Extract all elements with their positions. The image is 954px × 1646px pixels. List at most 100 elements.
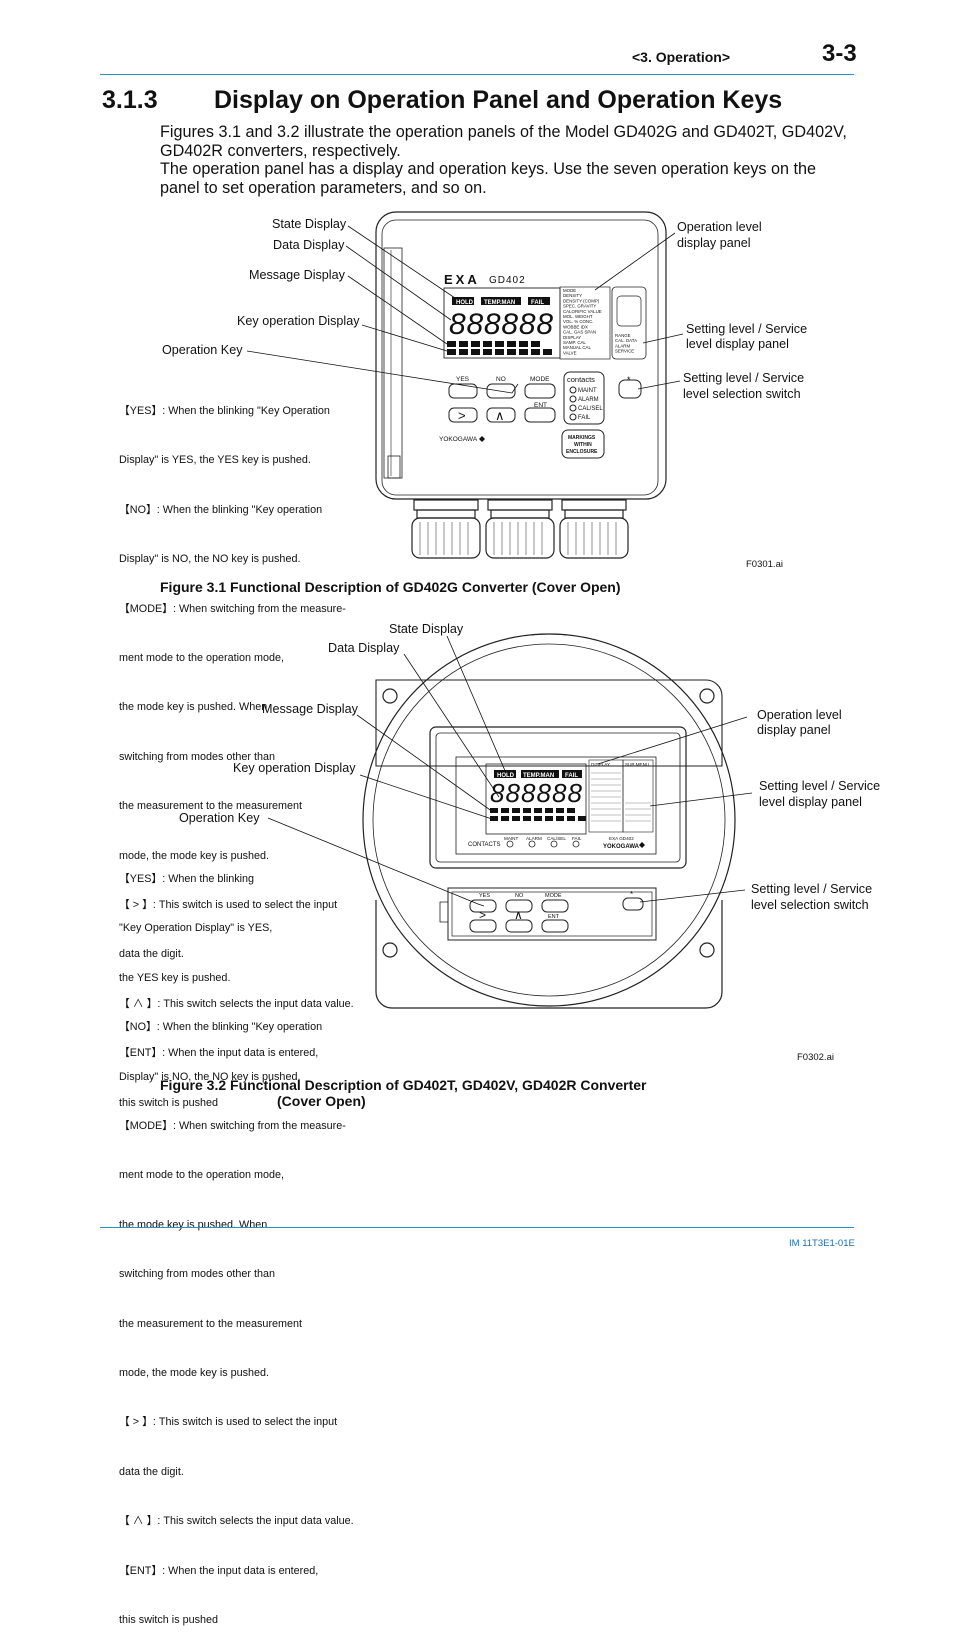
next-digit-key <box>448 407 478 423</box>
operation-menu-item: VALVE <box>563 350 577 355</box>
fig1-label-key-operation-display: Key operation Display <box>237 314 360 328</box>
seven-segment-readout: 888888 <box>449 308 553 341</box>
svg-text:∧: ∧ <box>495 408 505 423</box>
svg-text:TEMP.MAN: TEMP.MAN <box>523 773 554 779</box>
intro-line: panel to set operation parameters, and s… <box>160 179 487 197</box>
no-key <box>486 383 516 399</box>
fig2-label-operation-level: display panel <box>757 723 831 737</box>
fig2-key-descriptions: 【YES】: When the blinking "Key Operation … <box>119 873 354 1627</box>
svg-text:YES: YES <box>456 376 470 383</box>
yokogawa-logo: YOKOGAWA <box>439 436 478 443</box>
section-number: 3.1.3 <box>102 86 158 114</box>
svg-text:SUB MENU: SUB MENU <box>625 762 649 767</box>
fig1-label-setting-panel: level display panel <box>686 337 789 351</box>
fig1-label-setting-switch: level selection switch <box>683 387 801 401</box>
fig1-label-setting-switch: Setting level / Service <box>683 371 805 385</box>
fig2-file-ref: F0302.ai <box>797 1052 834 1063</box>
operation-menu-item: DENSITY <box>563 293 582 298</box>
fig1-label-state-display: State Display <box>272 217 347 231</box>
setting-menu-item: CAL. DATA <box>615 338 637 343</box>
svg-text:CONTACTS: CONTACTS <box>468 842 501 848</box>
fig2-label-data-display: Data Display <box>328 641 400 655</box>
operation-level-panel <box>559 286 611 360</box>
operation-menu-item: CALORIFIC VALUE <box>563 309 602 314</box>
fig1-label-operation-level: Operation level <box>677 220 762 234</box>
converter-housing <box>375 211 667 500</box>
fig1-label-message-display: Message Display <box>249 268 345 282</box>
fig1-key-descriptions: 【YES】: When the blinking "Key Operation … <box>119 405 354 1109</box>
svg-text:FAIL: FAIL <box>565 773 578 779</box>
state-tag-hold: HOLD <box>456 300 474 306</box>
fig1-label-operation-key: Operation Key <box>162 343 243 357</box>
svg-text:ALARM: ALARM <box>578 397 599 403</box>
fig1-label-data-display: Data Display <box>273 238 345 252</box>
operation-menu-item: CAL. GAS SPAN <box>563 330 596 335</box>
setting-menu-item: ALARM <box>615 343 630 348</box>
fig2-label-setting-panel: Setting level / Service <box>759 779 881 793</box>
svg-text:>: > <box>479 908 486 922</box>
svg-text:MAINT: MAINT <box>578 388 597 394</box>
svg-text:MARKINGS: MARKINGS <box>568 435 596 441</box>
svg-text:CAL/SEL: CAL/SEL <box>547 836 566 841</box>
operation-menu-item: MODE <box>563 288 576 293</box>
intro-line: GD402R converters, respectively. <box>160 142 401 160</box>
fig1-file-ref: F0301.ai <box>746 559 783 570</box>
svg-text:ENT: ENT <box>534 402 547 409</box>
markings-box <box>561 429 605 459</box>
operation-menu-item: SAMP. CAL <box>563 340 586 345</box>
svg-text:HOLD: HOLD <box>497 773 515 779</box>
fig1-label-operation-level: display panel <box>677 236 751 250</box>
operation-menu-item: SPEC. GRAVITY <box>563 304 596 309</box>
yes-key <box>448 383 478 399</box>
svg-text:EXA GD402: EXA GD402 <box>609 836 634 841</box>
operation-menu-item: MOL. WEIGHT <box>563 314 593 319</box>
svg-text:*: * <box>627 375 631 385</box>
brand-logo: EXA <box>444 272 480 287</box>
operation-menu-item: DISPLAY <box>563 335 581 340</box>
fig1-caption: Figure 3.1 Functional Description of GD4… <box>160 579 621 595</box>
round-housing <box>362 633 736 1007</box>
fig2-label-setting-switch: level selection switch <box>751 898 869 912</box>
operation-menu-item: WOBBE IDX <box>563 324 588 329</box>
fig2-label-message-display: Message Display <box>262 702 358 716</box>
svg-text:*: * <box>630 890 633 899</box>
fig2-label-key-operation-display: Key operation Display <box>233 761 356 775</box>
figure-2-drawing: HOLD TEMP.MAN FAIL 888888 DISPLAY SUB ME… <box>267 633 753 1009</box>
contacts-box <box>563 371 605 425</box>
state-tag-fail: FAIL <box>531 300 544 306</box>
svg-text:∧: ∧ <box>514 908 523 922</box>
svg-text:ENCLOSURE: ENCLOSURE <box>566 449 598 455</box>
section-reference: <3. Operation> <box>632 49 731 65</box>
operation-menu-item: MANUAL CAL <box>563 345 591 350</box>
up-key <box>486 407 516 423</box>
svg-text:NO: NO <box>515 893 524 899</box>
svg-text:ENT: ENT <box>548 914 560 920</box>
star-switch <box>618 379 642 399</box>
yokogawa-logo: YOKOGAWA <box>603 844 640 850</box>
svg-text:MODE: MODE <box>545 893 562 899</box>
fig2-label-setting-panel: level display panel <box>759 795 862 809</box>
document-id: IM 11T3E1-01E <box>789 1238 855 1249</box>
fig2-label-setting-switch: Setting level / Service <box>751 882 873 896</box>
seven-segment-readout: 888888 <box>490 778 583 808</box>
svg-text:YES: YES <box>479 893 490 899</box>
svg-text:FAIL: FAIL <box>572 836 582 841</box>
operation-menu-item: VOL. % CONC. <box>563 319 594 324</box>
svg-text:FAIL: FAIL <box>578 415 591 421</box>
model-label: GD402 <box>489 275 526 286</box>
svg-text:NO: NO <box>496 376 506 383</box>
intro-line: Figures 3.1 and 3.2 illustrate the opera… <box>160 123 847 141</box>
svg-text:WITHIN: WITHIN <box>574 442 592 448</box>
ent-key <box>524 407 556 423</box>
state-tag-temp: TEMP.MAN <box>484 300 515 306</box>
operation-menu-item: DENSITY (COMP) <box>563 298 600 303</box>
section-title: Display on Operation Panel and Operation… <box>214 86 783 114</box>
fig1-label-setting-panel: Setting level / Service <box>686 322 808 336</box>
svg-text:CAL/SEL: CAL/SEL <box>578 406 603 412</box>
svg-text:ALARM: ALARM <box>526 836 542 841</box>
mode-key <box>524 383 556 399</box>
svg-text:DISPLAY: DISPLAY <box>591 762 610 767</box>
fig2-caption-cont: (Cover Open) <box>277 1093 366 1109</box>
setting-menu-item: SERVICE <box>615 349 634 354</box>
svg-text:MODE: MODE <box>530 376 550 383</box>
